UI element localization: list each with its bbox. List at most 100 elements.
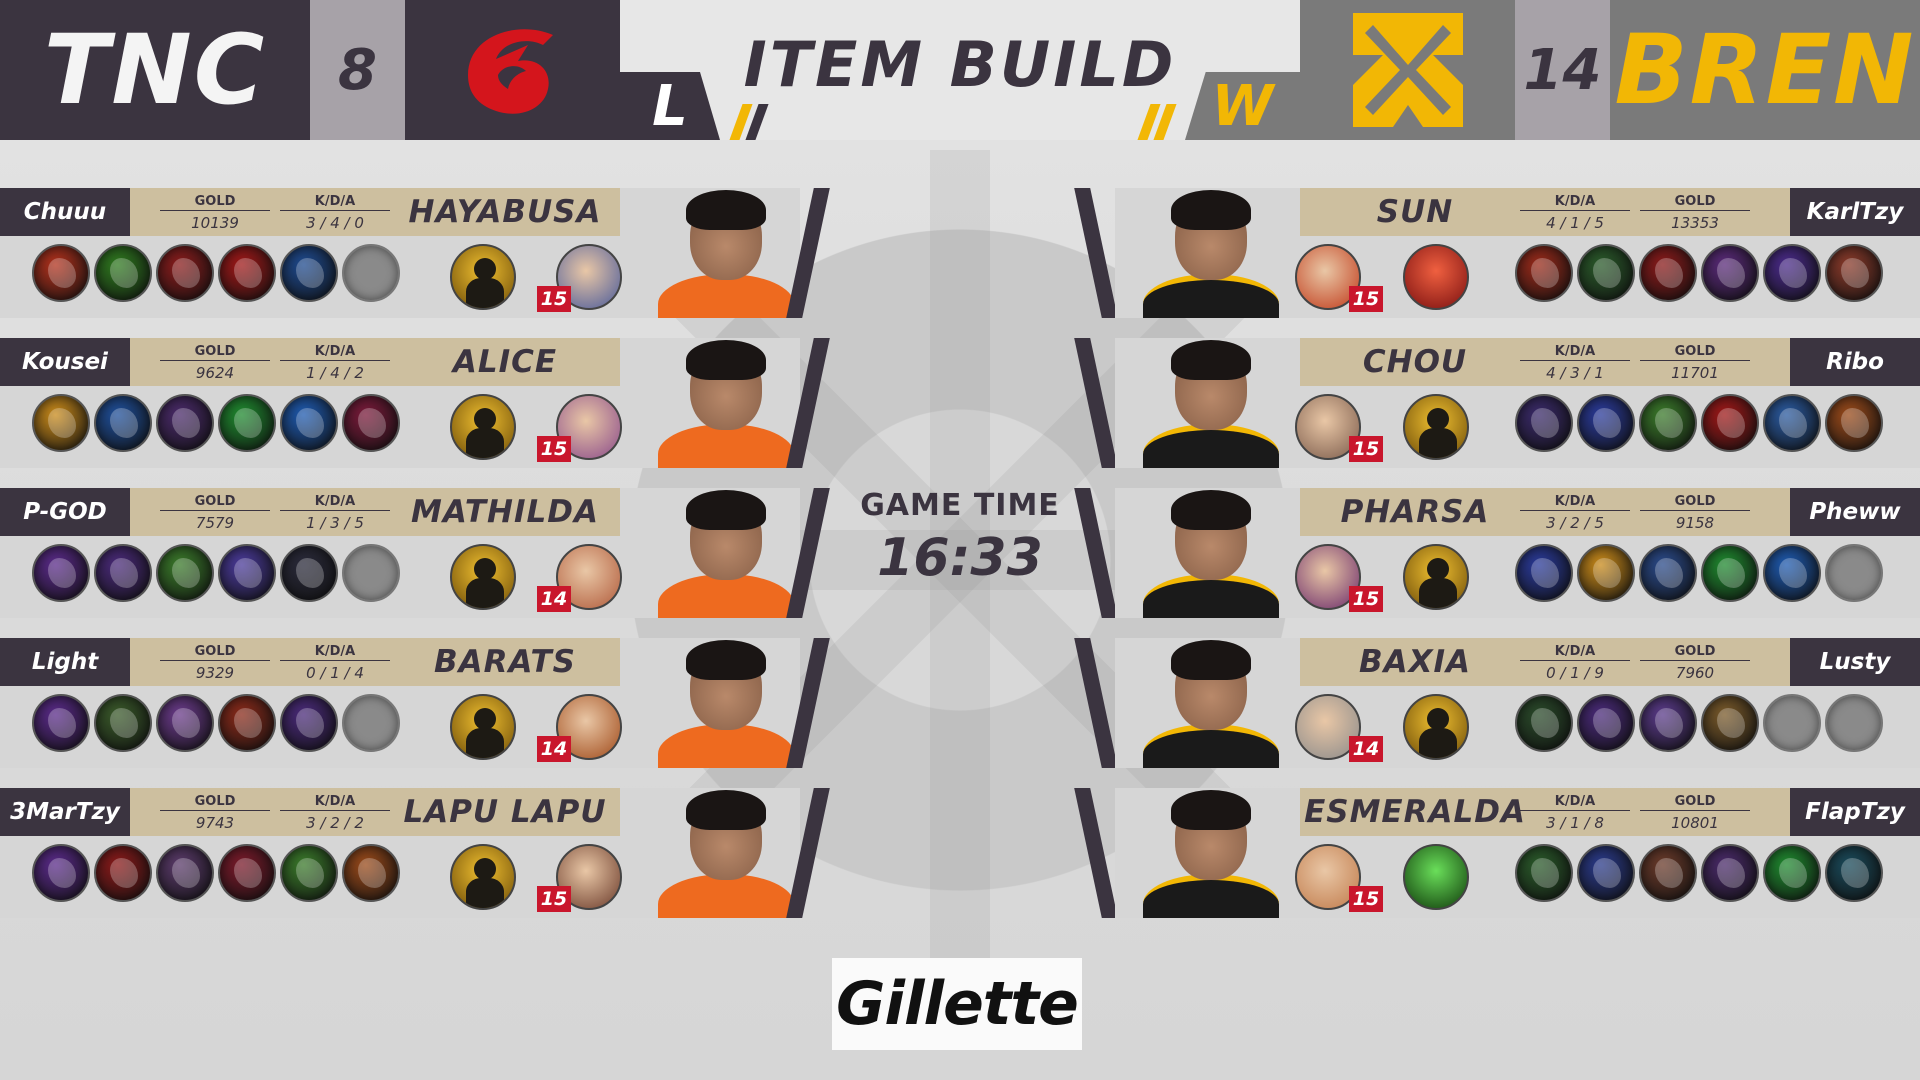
battle-spell-icon xyxy=(450,544,516,610)
item-icon xyxy=(156,394,214,452)
item-icon xyxy=(1639,544,1697,602)
kda-value: 0 / 1 / 4 xyxy=(306,664,364,682)
item-icon xyxy=(94,244,152,302)
item-build xyxy=(1515,844,1887,908)
item-icon xyxy=(280,244,338,302)
item-icon xyxy=(32,694,90,752)
tnc-logo-icon xyxy=(467,29,553,114)
bren-logo-icon xyxy=(1352,13,1463,127)
item-icon xyxy=(1763,394,1821,452)
player-name: P-GOD xyxy=(0,488,130,536)
kda-value: 0 / 1 / 9 xyxy=(1546,664,1604,682)
item-icon xyxy=(94,394,152,452)
player-name: FlapTzy xyxy=(1790,788,1920,836)
kda-value: 1 / 3 / 5 xyxy=(306,514,364,532)
kda-value: 3 / 1 / 8 xyxy=(1546,814,1604,832)
kda-label: K/D/A xyxy=(280,194,390,211)
item-build xyxy=(1515,694,1887,758)
sponsor-logo: Gillette xyxy=(832,958,1082,1050)
player-name: Lusty xyxy=(1790,638,1920,686)
item-icon xyxy=(1701,844,1759,902)
kda-stat: K/D/A 3 / 2 / 5 xyxy=(1520,494,1630,532)
player-photo xyxy=(640,788,810,918)
item-icon xyxy=(342,844,400,902)
right-team-score-block: 14 xyxy=(1515,0,1610,140)
hero-name: ESMERALDA xyxy=(1304,794,1526,830)
kda-label: K/D/A xyxy=(1520,194,1630,211)
item-icon xyxy=(1577,544,1635,602)
item-icon xyxy=(156,244,214,302)
item-icon xyxy=(218,544,276,602)
item-icon xyxy=(1639,844,1697,902)
kda-label: K/D/A xyxy=(1520,494,1630,511)
kda-stat: K/D/A 0 / 1 / 9 xyxy=(1520,644,1630,682)
hero-level-badge: 15 xyxy=(1349,586,1383,612)
kda-label: K/D/A xyxy=(280,494,390,511)
item-icon xyxy=(1701,394,1759,452)
item-icon xyxy=(342,394,400,452)
player-name: Chuuu xyxy=(0,188,130,236)
item-icon xyxy=(32,544,90,602)
gold-label: GOLD xyxy=(1640,794,1750,811)
kda-stat: K/D/A 1 / 3 / 5 xyxy=(280,494,390,532)
battle-spell-icon xyxy=(450,394,516,460)
kda-value: 3 / 2 / 5 xyxy=(1546,514,1604,532)
item-icon xyxy=(280,544,338,602)
item-icon xyxy=(32,394,90,452)
kda-value: 3 / 2 / 2 xyxy=(306,814,364,832)
right-team-name-block: BREN xyxy=(1610,0,1920,140)
center-title-block: ITEM BUILD xyxy=(620,0,1300,140)
gold-label: GOLD xyxy=(160,644,270,661)
item-icon xyxy=(218,844,276,902)
game-time-label: GAME TIME xyxy=(860,488,1060,523)
item-build xyxy=(1515,394,1887,458)
item-icon xyxy=(1701,544,1759,602)
item-icon xyxy=(156,694,214,752)
item-icon xyxy=(1825,244,1883,302)
hero-name: PHARSA xyxy=(1340,494,1490,530)
item-icon xyxy=(1515,544,1573,602)
player-name: KarlTzy xyxy=(1790,188,1920,236)
player-name: Ribo xyxy=(1790,338,1920,386)
item-icon xyxy=(1515,394,1573,452)
gold-value: 10801 xyxy=(1671,814,1719,832)
hero-level-badge: 15 xyxy=(1349,886,1383,912)
kda-label: K/D/A xyxy=(1520,644,1630,661)
item-build xyxy=(1515,544,1887,608)
right-stripes-decor xyxy=(1137,104,1184,140)
item-icon xyxy=(1763,244,1821,302)
item-icon xyxy=(94,694,152,752)
kda-label: K/D/A xyxy=(280,794,390,811)
gold-label: GOLD xyxy=(160,794,270,811)
left-team-score: 8 xyxy=(338,37,377,103)
hero-name: LAPU LAPU xyxy=(403,794,607,830)
left-team-logo-block xyxy=(405,0,620,140)
gold-stat: GOLD 10801 xyxy=(1640,794,1750,832)
hero-level-badge: 14 xyxy=(1349,736,1383,762)
right-team-logo-block xyxy=(1300,0,1515,140)
battle-spell-icon xyxy=(1403,244,1469,310)
item-icon xyxy=(156,544,214,602)
hero-name: SUN xyxy=(1376,194,1454,230)
item-icon xyxy=(1639,694,1697,752)
left-team-name-block: TNC xyxy=(0,0,310,140)
item-build xyxy=(32,694,404,758)
player-photo xyxy=(1125,188,1295,318)
kda-value: 4 / 3 / 1 xyxy=(1546,364,1604,382)
page-title: ITEM BUILD xyxy=(743,28,1177,101)
hero-level-badge: 15 xyxy=(537,886,571,912)
empty-item-slot xyxy=(342,544,400,602)
